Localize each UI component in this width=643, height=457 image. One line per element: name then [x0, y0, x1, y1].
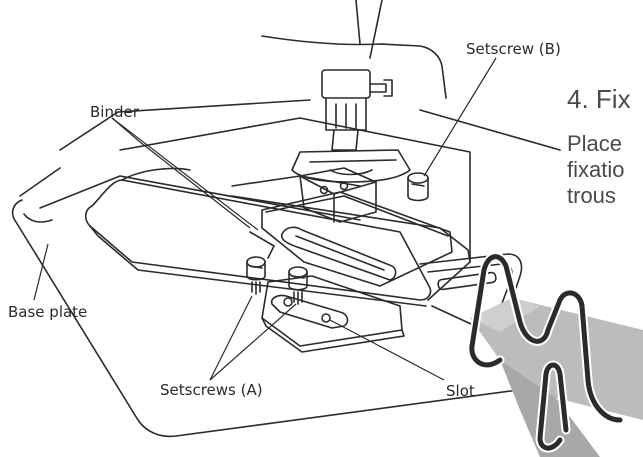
binder-plate [84, 179, 432, 301]
tape-fold-outline [467, 252, 625, 453]
step-text-line-2: fixatio [567, 157, 625, 182]
binder-body [261, 191, 453, 287]
binder-channel [280, 226, 397, 281]
slot-hole-2 [321, 313, 331, 323]
leader-setscrew-b [423, 57, 497, 177]
bias-tape [470, 298, 643, 457]
slot-hole-1 [283, 297, 293, 307]
binder-arm [249, 231, 275, 259]
leader-setscrews-a-2 [209, 303, 297, 381]
setscrew-a-2-icon [288, 266, 308, 305]
setscrew-b-icon [407, 172, 429, 202]
needle-plate [119, 117, 471, 263]
machine-arm-line [369, 0, 383, 59]
mount-hole-2 [339, 181, 349, 191]
binder-tail-plate [231, 195, 471, 301]
slot-shape [270, 294, 349, 329]
machine-bed [59, 99, 311, 151]
machine-bed-edge [19, 167, 61, 197]
slot-plate [261, 275, 403, 347]
machine-arm [261, 35, 447, 99]
setscrew-b-label: Setscrew (B) [466, 40, 561, 58]
step-text-line-1: Place [567, 131, 623, 156]
machine-arm-top [355, 0, 361, 45]
leader-slot [329, 319, 445, 381]
setscrews-a-label: Setscrews (A) [160, 381, 263, 399]
binder-channel-inner [295, 235, 385, 271]
slot-plate-edge [261, 317, 405, 353]
binder-outlet-slot [437, 271, 497, 291]
binder-label: Binder [90, 103, 139, 121]
mount-hole-1 [319, 185, 329, 195]
setscrew-a-1-icon [246, 256, 266, 295]
step-heading: 4. Fix [567, 84, 631, 114]
presser-foot-assembly [291, 69, 411, 183]
leader-binder [111, 117, 251, 229]
slot-label: Slot [446, 382, 475, 400]
base-plate-lip [23, 213, 53, 223]
leader-base-plate [33, 243, 49, 301]
binder-plate-edge [89, 225, 427, 307]
binder-mount-block [299, 167, 377, 223]
binder-plate-curve [121, 167, 191, 181]
step-text-line-3: trous [567, 183, 616, 208]
base-plate [11, 199, 549, 438]
leader-setscrews-a-1 [209, 295, 253, 381]
leader-lines [33, 57, 497, 381]
leader-binder-2 [111, 117, 259, 231]
binder-body-top [265, 195, 449, 237]
base-plate-label: Base plate [8, 303, 88, 321]
machine-bed-far [419, 109, 561, 151]
